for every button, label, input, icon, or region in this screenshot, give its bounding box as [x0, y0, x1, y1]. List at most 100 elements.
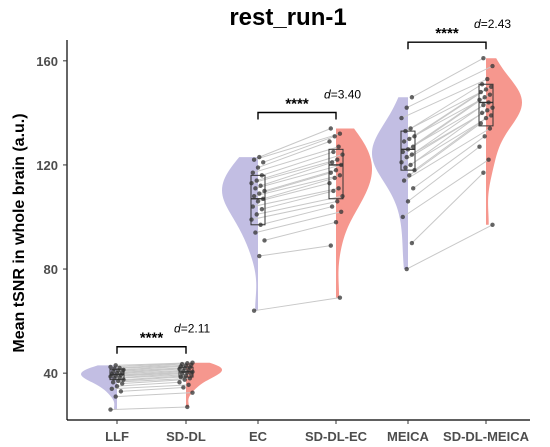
paired-line [120, 386, 184, 392]
paired-line [122, 379, 185, 385]
data-point-sd-dl [332, 134, 337, 139]
paired-line [257, 141, 330, 169]
paired-line [123, 375, 187, 381]
data-point-sd-dl [486, 100, 491, 105]
effect-size-symbol: d [474, 17, 481, 31]
data-point-baseline [407, 173, 412, 178]
violin-baseline [222, 157, 258, 311]
data-point-baseline [257, 154, 262, 160]
data-point-baseline [261, 160, 266, 165]
data-point-sd-dl [482, 134, 487, 139]
data-point-baseline [400, 214, 405, 220]
data-point-baseline [403, 165, 408, 170]
data-point-sd-dl [190, 360, 195, 365]
data-point-baseline [259, 173, 265, 178]
data-point-baseline [108, 364, 113, 370]
significance-bracket [116, 346, 187, 354]
data-point-baseline [399, 115, 404, 121]
data-point-sd-dl [479, 110, 485, 116]
paired-line [110, 362, 188, 368]
paired-line [116, 381, 180, 387]
data-point-sd-dl [483, 87, 489, 92]
data-point-sd-dl [489, 84, 494, 90]
data-point-baseline [404, 266, 409, 272]
data-point-baseline [113, 394, 118, 399]
data-point-sd-dl [327, 139, 332, 144]
data-point-sd-dl [328, 243, 333, 248]
x-tick-label: SD-DL [166, 429, 206, 444]
data-point-baseline [250, 170, 255, 175]
data-point-sd-dl [336, 144, 341, 149]
paired-line [414, 117, 487, 171]
paired-line [410, 112, 483, 166]
data-point-sd-dl [333, 219, 339, 225]
data-point-baseline [409, 240, 415, 246]
data-point-baseline [249, 217, 254, 222]
data-point-baseline [401, 139, 407, 144]
data-point-baseline [411, 186, 416, 191]
effect-size-symbol: d [174, 322, 181, 336]
data-point-baseline [120, 381, 125, 386]
data-point-sd-dl [485, 108, 490, 113]
chart-title: rest_run-1 [229, 4, 346, 31]
data-point-sd-dl [337, 131, 343, 136]
effect-size-value: =2.11 [181, 322, 211, 336]
data-point-baseline [255, 199, 261, 204]
data-point-sd-dl [187, 376, 193, 381]
data-point-sd-dl [337, 295, 343, 300]
x-tick-label: LLF [105, 429, 129, 444]
data-point-baseline [403, 128, 408, 134]
paired-line [259, 245, 331, 257]
data-point-sd-dl [340, 152, 345, 157]
data-point-baseline [121, 377, 126, 382]
y-tick-label: 40 [44, 366, 58, 381]
data-point-sd-dl [332, 175, 337, 181]
paired-line [263, 135, 335, 163]
violin-baseline [372, 97, 408, 270]
data-point-sd-dl [477, 97, 482, 103]
data-point-baseline [118, 389, 124, 394]
data-point-baseline [254, 212, 259, 217]
data-point-sd-dl [190, 390, 195, 395]
data-point-baseline [251, 193, 257, 199]
paired-line [119, 373, 183, 379]
data-point-baseline [108, 407, 113, 412]
paired-line [403, 128, 491, 181]
data-point-sd-dl [185, 361, 190, 366]
paired-line [120, 370, 184, 376]
paired-line [255, 164, 342, 189]
effect-size-label: d=2.11 [174, 322, 210, 336]
paired-line [256, 154, 343, 182]
paired-line [402, 159, 489, 218]
effect-size-symbol: d [324, 87, 331, 101]
violin-sd-dl [336, 128, 372, 298]
paired-line [411, 172, 484, 244]
box [400, 130, 416, 171]
data-point-sd-dl [339, 162, 344, 168]
paired-line [407, 146, 480, 202]
data-point-sd-dl [490, 63, 495, 69]
data-point-sd-dl [478, 89, 483, 95]
y-tick-label: 120 [36, 158, 58, 173]
data-point-sd-dl [479, 82, 485, 87]
significance-stars: **** [140, 330, 164, 347]
violin-baseline [81, 365, 117, 410]
data-point-baseline [412, 134, 417, 139]
paired-line [409, 122, 482, 176]
x-tick-label: EC [249, 429, 268, 444]
data-point-baseline [404, 105, 409, 110]
data-point-baseline [117, 365, 122, 371]
data-point-baseline [407, 136, 412, 142]
data-point-baseline [249, 180, 254, 186]
significance-stars: **** [435, 25, 459, 42]
paired-line [406, 107, 493, 158]
effect-size-value: =3.40 [331, 87, 362, 101]
paired-line [110, 372, 188, 378]
paired-line [414, 89, 487, 137]
data-point-baseline [113, 363, 118, 368]
data-point-sd-dl [327, 180, 332, 186]
data-point-baseline [408, 162, 413, 168]
data-point-baseline [259, 206, 265, 212]
paired-line [264, 169, 337, 192]
